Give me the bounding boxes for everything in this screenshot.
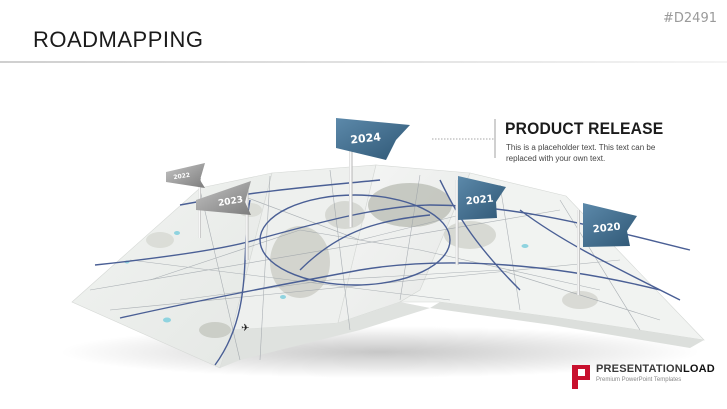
logo-name-part1: PRESENTATION	[596, 363, 683, 375]
flag-pole	[349, 122, 353, 227]
flag-label: 2022	[173, 172, 191, 182]
flag-pole	[577, 210, 580, 295]
title-divider	[0, 61, 727, 63]
flag-label: 2024	[350, 130, 382, 146]
flag-banner	[196, 181, 251, 215]
flag-banner	[583, 203, 637, 247]
flag-banner	[166, 163, 205, 188]
airport-icon: ✈	[241, 323, 249, 334]
flag-label: 2020	[592, 222, 621, 236]
flag-2023: 2023	[196, 181, 251, 260]
logo-tagline: Premium PowerPoint Templates	[596, 377, 682, 383]
flag-pole	[245, 190, 249, 260]
logo-name: PRESENTATIONLOAD	[596, 363, 715, 375]
logo-name-part2: LOAD	[682, 363, 715, 375]
presentationload-logo-mark	[572, 365, 590, 389]
flag-2021: 2021	[455, 176, 506, 265]
flag-pole	[455, 180, 459, 265]
callout-title: PRODUCT RELEASE	[505, 119, 664, 138]
flag-2020: 2020	[577, 203, 637, 295]
slide-title: ROADMAPPING	[33, 27, 204, 52]
callout-text: This is a placeholder text. This text ca…	[506, 143, 656, 163]
presentationload-logo: PRESENTATIONLOAD Premium PowerPoint Temp…	[570, 360, 720, 390]
callout-connector	[432, 119, 496, 158]
flag-banner	[336, 118, 410, 160]
flag-label: 2023	[218, 195, 244, 209]
flag-label: 2021	[465, 194, 494, 208]
major-roads	[94, 179, 691, 366]
slide-code: #D2491	[663, 11, 717, 26]
flag-2024: 2024	[336, 118, 410, 227]
flag-banner	[458, 176, 506, 220]
